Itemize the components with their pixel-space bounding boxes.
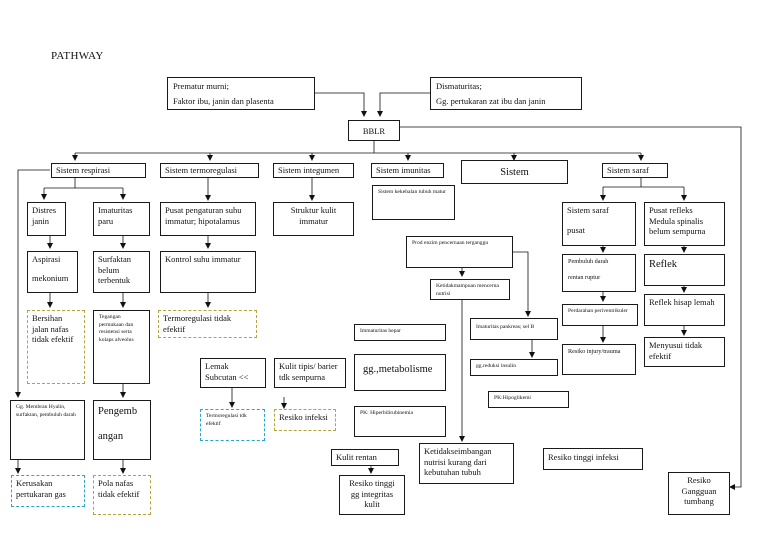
pembuluh-line1: Pembuluh darah	[568, 258, 609, 265]
dismaturitas-line2: Gg. pertukaran zat ibu dan janin	[436, 95, 546, 106]
pusat-pengaturan-suhu-box: Pusat pengaturan suhu immatur; hipotalam…	[160, 202, 256, 236]
sistem-imunitas-box: Sistem imunitas	[371, 163, 444, 178]
gg-metabolisme-box: gg.,metabolisme	[354, 354, 446, 391]
kerusakan-pertukaran-gas-box: Kerusakan pertukaran gas	[11, 475, 85, 507]
imaturitas-paru-box: Imaturitas paru	[93, 202, 150, 236]
kulit-rentan-box: Kulit rentan	[331, 449, 399, 466]
sistem-saraf-pusat-line2: pusat	[567, 224, 585, 235]
aspirasi-line2: mekonium	[32, 272, 69, 283]
lemak-subcutan-box: Lemak Subcutan <<	[200, 358, 266, 388]
reflek-hisap-box: Reflek hisap lemah	[644, 294, 725, 326]
prematur-box: Prematur murni; Faktor ibu, janin dan pl…	[167, 77, 315, 110]
dismaturitas-box: Dismaturitas; Gg. pertukaran zat ibu dan…	[430, 77, 582, 110]
aspirasi-line1: Aspirasi	[32, 254, 61, 264]
kontrol-suhu-box: Kontrol suhu immatur	[160, 251, 256, 293]
resiko-infeksi-1-box: Resiko infeksi	[274, 409, 336, 431]
imaturitas-pankreas-box: Imaturitas pankreas; sel B	[470, 318, 558, 340]
gg-membran-hyalin-box: Gg. Membran Hyalin, surfaktan, pembuluh …	[10, 400, 85, 460]
struktur-kulit-box: Struktur kulit immatur	[273, 202, 354, 236]
sistem-box: Sistem	[461, 160, 568, 184]
pola-nafas-box: Pola nafas tidak efektif	[93, 475, 151, 515]
resiko-gangguan-tumbang-box: Resiko Gangguan tumbang	[668, 472, 730, 515]
surfaktan-box: Surfaktan belum terbentuk	[93, 251, 150, 293]
menyusui-box: Menyusui tidak efektif	[644, 337, 725, 367]
pembuluh-darah-box: Pembuluh darah rentan ruptur	[562, 254, 636, 292]
pengembangan-line2: angan	[98, 431, 124, 443]
dismaturitas-line1: Dismaturitas;	[436, 81, 482, 91]
bblr-box: BBLR	[348, 120, 400, 141]
imaturitas-hepar-box: Immaturitas hepar	[354, 324, 446, 341]
refleks-box: Reflek	[644, 254, 725, 286]
aspirasi-mekonium-box: Aspirasi mekonium	[27, 251, 78, 293]
tegangan-permukaan-box: Tegangan permukaan dan resistensi serta …	[93, 310, 150, 384]
sistem-saraf-pusat-box: Sistem saraf pusat	[562, 202, 636, 246]
ketidakseimbangan-box: Ketidakseimbangan nutrisi kurang dari ke…	[419, 443, 514, 484]
page-title: PATHWAY	[51, 50, 104, 62]
bersihan-jalan-nafas-box: Bersihan jalan nafas tidak efektif	[27, 310, 85, 384]
pk-hiperbilirubinemia-box: PK: Hiperbilirubinemia	[354, 406, 446, 437]
perdarahan-box: Perdarahan periventrikuler	[562, 304, 638, 326]
kulit-tipis-box: Kulit tipis/ barier tdk sempurna	[274, 358, 346, 388]
resiko-tinggi-infeksi-box: Resiko tinggi infeksi	[543, 448, 643, 470]
resiko-integritas-kulit-box: Resiko tinggi gg integritas kulit	[339, 475, 405, 515]
sistem-respirasi-box: Sistem respirasi	[51, 163, 146, 178]
sistem-kekebalan-box: Sistem kekebalan tubuh matur	[372, 185, 455, 220]
prod-enzim-box: Prod enzim pencernaan terganggu	[406, 236, 513, 268]
sistem-saraf-pusat-line1: Sistem saraf	[567, 205, 609, 215]
gg-reduksi-insulin-box: gg.reduksi insulin	[470, 359, 558, 376]
pusat-refleks-box: Pusat refleks Medula spinalis belum semp…	[644, 202, 725, 246]
pengembangan-line1: Pengemb	[98, 406, 138, 417]
resiko-injury-box: Resiko injury/trauma	[562, 344, 636, 375]
pk-hipoglikemi-box: PK:Hipoglikemi	[488, 391, 569, 408]
prematur-line2: Faktor ibu, janin dan plasenta	[173, 95, 274, 106]
pembuluh-line2: rentan ruptur	[568, 274, 601, 282]
termoregulasi-tidak-efektif-1-box: Termoregulasi tidak efektif	[158, 310, 257, 338]
sistem-termoregulasi-box: Sistem termoregulasi	[160, 163, 259, 178]
distres-janin-box: Distres janin	[27, 202, 66, 236]
sistem-integumen-box: Sistem integumen	[273, 163, 354, 178]
termoregulasi-tidak-efektif-2-box: Termoregulasi tdk efektif	[200, 409, 265, 441]
prematur-line1: Prematur murni;	[173, 81, 229, 91]
sistem-saraf-box: Sistem saraf	[602, 163, 668, 178]
ketidakmampuan-box: Ketidakmampuan mencerna nutrisi	[430, 279, 510, 300]
pengembangan-box: Pengemb angan	[93, 400, 151, 460]
